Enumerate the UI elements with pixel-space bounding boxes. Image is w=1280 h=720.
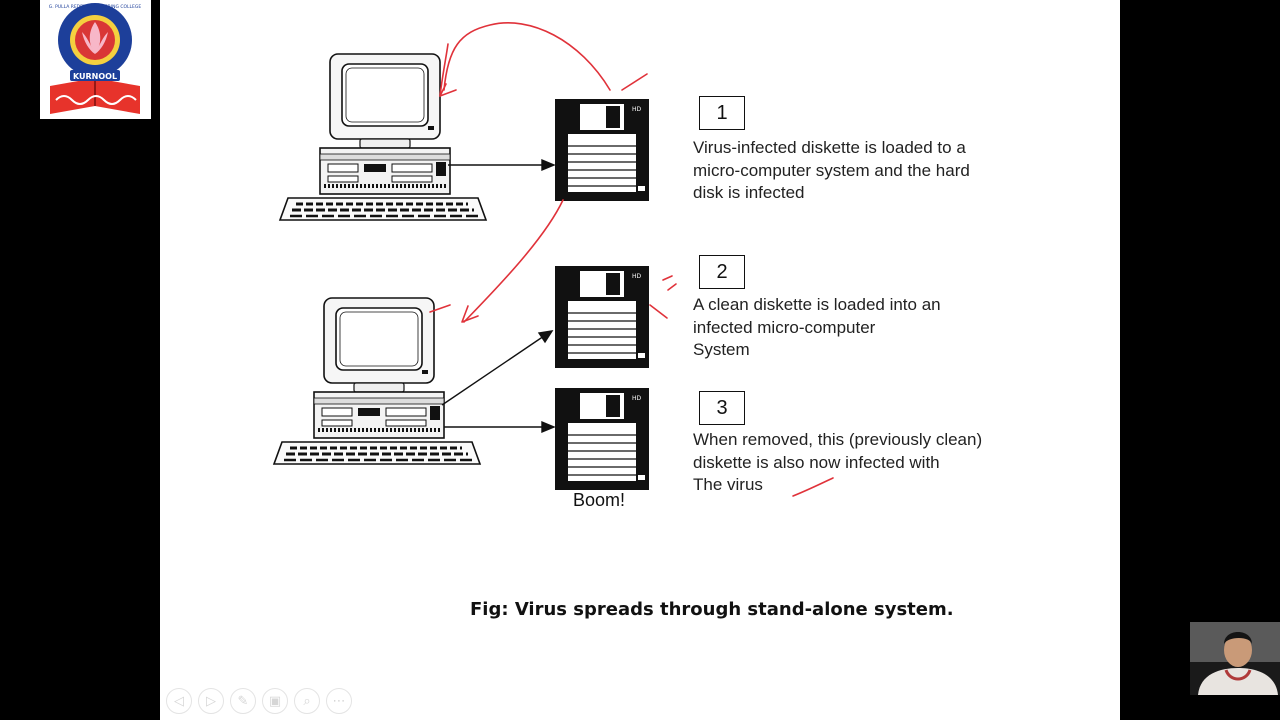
- diskette-3-hd-label: HD: [632, 395, 642, 402]
- diskette-2: [555, 266, 649, 368]
- presenter-clothing: [1198, 668, 1278, 695]
- diskette-3: [555, 388, 649, 490]
- next-icon[interactable]: ▷: [198, 688, 224, 714]
- zoom-icon[interactable]: ⌕: [294, 688, 320, 714]
- diskette-2-hd-label: HD: [632, 273, 642, 280]
- infected-computer-1: [278, 52, 488, 222]
- pen-icon[interactable]: ✎: [230, 688, 256, 714]
- presenter-face: [1224, 633, 1252, 667]
- slides-icon[interactable]: ▣: [262, 688, 288, 714]
- previous-icon[interactable]: ◁: [166, 688, 192, 714]
- slide: HD HD HD 1 Virus-infected diskette is: [160, 0, 1120, 720]
- step-1-description: Virus-infected diskette is loaded to a m…: [693, 138, 970, 202]
- step-3-number-box: 3: [699, 391, 745, 425]
- pen-annotations: [429, 22, 834, 497]
- diskette-1: [555, 99, 649, 201]
- boom-label: Boom!: [573, 490, 626, 510]
- step-2-description: A clean diskette is loaded into an infec…: [693, 295, 941, 359]
- figure-caption: Fig: Virus spreads through stand-alone s…: [470, 599, 954, 620]
- infected-computer-2: [272, 296, 482, 466]
- virus-spread-diagram: HD HD HD: [272, 22, 834, 497]
- connection-arrows: [441, 158, 556, 434]
- step-3-description: When removed, this (previously clean) di…: [693, 430, 983, 494]
- presentation-toolbar: ◁ ▷ ✎ ▣ ⌕ ⋯: [166, 688, 352, 714]
- diskette-1-hd-label: HD: [632, 106, 642, 113]
- step-1-number-box: 1: [699, 96, 745, 130]
- logo-city-text: KURNOOL: [73, 72, 117, 81]
- step-2-number-box: 2: [699, 255, 745, 289]
- more-icon[interactable]: ⋯: [326, 688, 352, 714]
- college-logo: KURNOOL G. PULLA REDDY ENGINEERING COLLE…: [40, 0, 151, 119]
- presenter-webcam: [1190, 622, 1280, 695]
- logo-college-text: G. PULLA REDDY ENGINEERING COLLEGE: [49, 4, 142, 10]
